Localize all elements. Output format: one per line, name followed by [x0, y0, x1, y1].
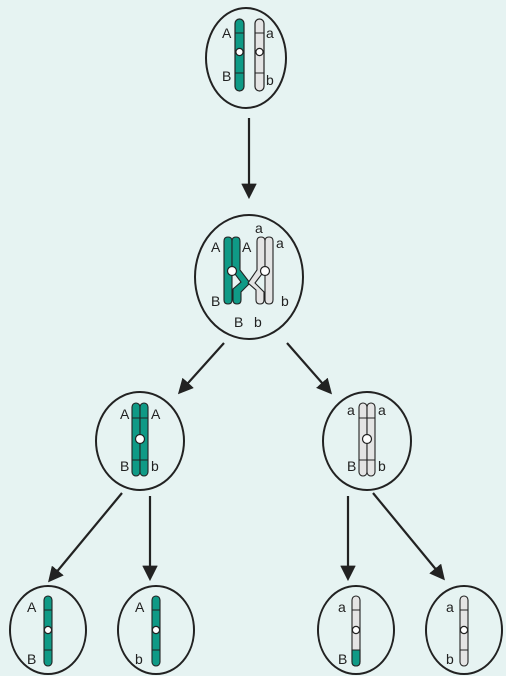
allele-label: b [446, 651, 454, 667]
allele-label: A [135, 599, 145, 615]
allele-label: b [135, 651, 143, 667]
allele-label: B [222, 68, 231, 84]
cell-membrane [205, 7, 287, 109]
centromere [43, 625, 53, 635]
allele-label: B [120, 458, 129, 474]
arrows [48, 118, 445, 583]
allele-label: a [276, 235, 284, 251]
allele-label: B [234, 314, 243, 330]
allele-label: A [242, 239, 252, 255]
centromere [351, 625, 361, 635]
gamete-cell-3: a B [317, 585, 395, 675]
centromere [151, 625, 161, 635]
gamete-cell-1: A B [9, 585, 87, 675]
allele-label: b [266, 72, 274, 88]
centromere [255, 47, 264, 57]
arrow-right-to-gamete-4 [372, 492, 445, 581]
allele-label: A [222, 25, 232, 41]
centromere [361, 433, 373, 445]
arrow-left-to-gamete-1 [48, 492, 123, 583]
daughter-cell-right: a B a b [322, 391, 412, 491]
allele-label: a [255, 220, 263, 236]
crossover-cell: A A a a B B b b [194, 214, 304, 340]
allele-label: b [254, 314, 262, 330]
allele-label: B [27, 651, 36, 667]
allele-label: B [338, 651, 347, 667]
allele-label: A [151, 406, 161, 422]
gamete-cell-4: a b [425, 585, 503, 675]
cell-membrane [194, 214, 304, 340]
allele-label: B [211, 293, 220, 309]
gamete-cell-2: A b [117, 585, 195, 675]
allele-label: a [446, 599, 454, 615]
allele-label: b [281, 293, 289, 309]
allele-label: B [347, 458, 356, 474]
chromatid-dominant-crossover [231, 236, 251, 305]
allele-label: a [347, 402, 355, 418]
centromere [459, 625, 469, 635]
allele-label: b [378, 458, 386, 474]
daughter-cell-left: A B A b [95, 391, 185, 491]
centromere [226, 265, 238, 277]
dominant-segment [351, 649, 361, 667]
allele-label: a [338, 599, 346, 615]
chromatid-recessive-crossover [247, 236, 266, 305]
allele-label: a [378, 402, 386, 418]
allele-label: A [120, 406, 130, 422]
centromere [134, 433, 146, 445]
arrow-crossover-to-right [286, 342, 333, 395]
centromere [259, 265, 271, 277]
allele-label: b [151, 458, 159, 474]
allele-label: A [27, 599, 37, 615]
centromere [235, 47, 244, 57]
allele-label: a [266, 25, 274, 41]
allele-label: A [211, 239, 221, 255]
parent-cell: A B a b [205, 7, 287, 109]
arrow-crossover-to-left [177, 342, 225, 395]
recessive-segment [152, 650, 160, 665]
